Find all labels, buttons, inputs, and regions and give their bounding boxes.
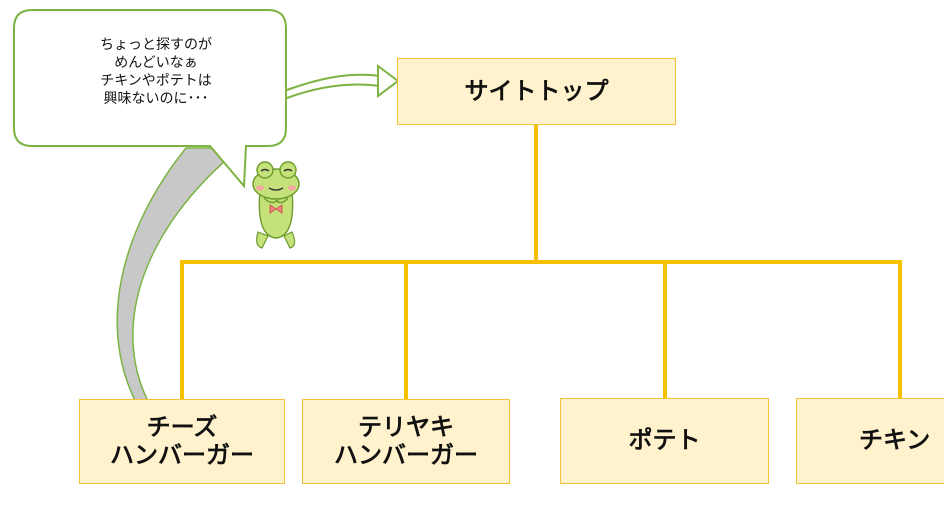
node-site-top-label: サイトトップ [464, 76, 609, 105]
node-cheese-hamburger-label: チーズ ハンバーガー [110, 412, 254, 469]
speech-bubble [13, 9, 287, 189]
speech-bubble-tail [116, 147, 243, 411]
node-teriyaki-hamburger-label: テリヤキ ハンバーガー [334, 412, 478, 469]
node-potato-label: ポテト [628, 426, 701, 455]
frog-character-icon [252, 161, 300, 249]
arrow-icon [286, 64, 400, 99]
tree-connectors [180, 125, 902, 399]
node-teriyaki-hamburger: テリヤキ ハンバーガー [302, 399, 510, 484]
speech-bubble-text: ちょっと探すのが めんどいなぁ チキンやポテトは 興味ないのに･･･ [100, 37, 212, 107]
node-chicken-label: チキン [859, 426, 931, 455]
node-chicken: チキン [796, 398, 944, 484]
node-potato: ポテト [560, 398, 769, 484]
node-site-top: サイトトップ [397, 58, 676, 125]
node-cheese-hamburger: チーズ ハンバーガー [79, 399, 285, 484]
